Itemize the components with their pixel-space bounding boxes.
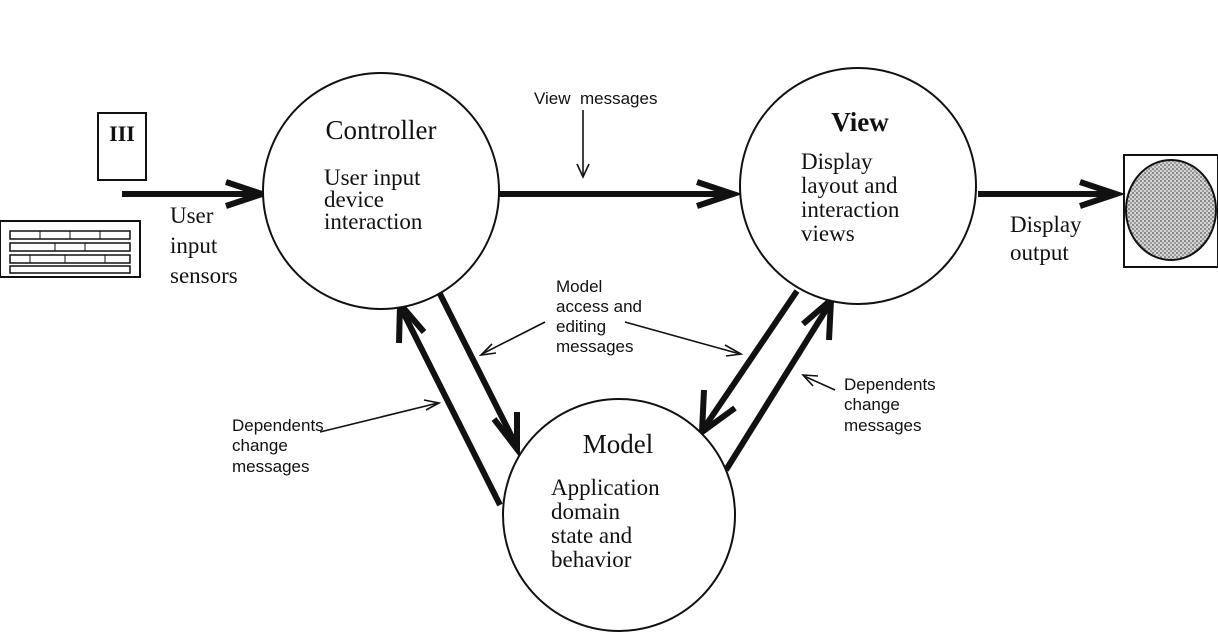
arrow-controller-to-view: [497, 179, 743, 209]
display-output-line-2: output: [1010, 240, 1069, 265]
model-title: Model: [583, 429, 654, 459]
view-messages-label: View messages: [534, 89, 657, 108]
model-access-line-2: access and: [556, 297, 642, 316]
arrow-input-to-controller: [122, 179, 272, 209]
model-line-4: behavior: [551, 547, 632, 572]
user-input-sensors-line-2: input: [170, 233, 218, 258]
model-access-line-3: editing: [556, 317, 606, 336]
arrow-model-to-view: [723, 293, 835, 472]
button-panel-label: III: [109, 121, 135, 146]
keyboard-icon: [0, 220, 141, 278]
view-line-2: layout and: [801, 173, 898, 198]
view-circle: [739, 67, 977, 305]
model-line-1: Application: [551, 475, 660, 500]
model-circle: [502, 398, 736, 632]
dependents-left-line-2: change: [232, 436, 288, 455]
arrow-view-to-display: [978, 179, 1126, 209]
mouse-button-icon: III: [97, 112, 147, 181]
controller-line-3: interaction: [324, 209, 423, 234]
pointer-model-access-left: [478, 321, 546, 357]
pointer-dependents-right: [801, 374, 836, 391]
model-line-2: domain: [551, 499, 620, 524]
arrow-controller-to-model: [436, 290, 520, 458]
user-input-sensors-line-1: User: [170, 203, 214, 228]
view-line-1: Display: [801, 149, 873, 174]
dependents-right-line-2: change: [844, 395, 900, 414]
view-line-3: interaction: [801, 197, 900, 222]
model-access-line-4: messages: [556, 337, 633, 356]
display-output-line-1: Display: [1010, 212, 1082, 237]
pointer-model-access-right: [624, 321, 744, 357]
dependents-right-line-1: Dependents: [844, 375, 936, 394]
controller-line-1: User input: [324, 165, 421, 190]
controller-title: Controller: [326, 115, 437, 145]
dependents-left-line-1: Dependents: [232, 416, 324, 435]
model-line-3: state and: [551, 523, 633, 548]
view-title: View: [831, 107, 889, 137]
dependents-right-line-3: messages: [844, 416, 921, 435]
arrow-model-to-controller: [396, 296, 503, 507]
arrow-view-to-model: [698, 289, 800, 439]
display-monitor-icon: [1123, 154, 1218, 268]
controller-line-2: device: [324, 187, 384, 212]
view-line-4: views: [801, 221, 855, 246]
pointer-view-messages: [576, 110, 590, 179]
user-input-sensors-line-3: sensors: [170, 263, 238, 288]
dependents-left-line-3: messages: [232, 457, 309, 476]
controller-circle: [262, 72, 500, 310]
model-access-line-1: Model: [556, 277, 602, 296]
pointer-dependents-left: [319, 399, 442, 433]
